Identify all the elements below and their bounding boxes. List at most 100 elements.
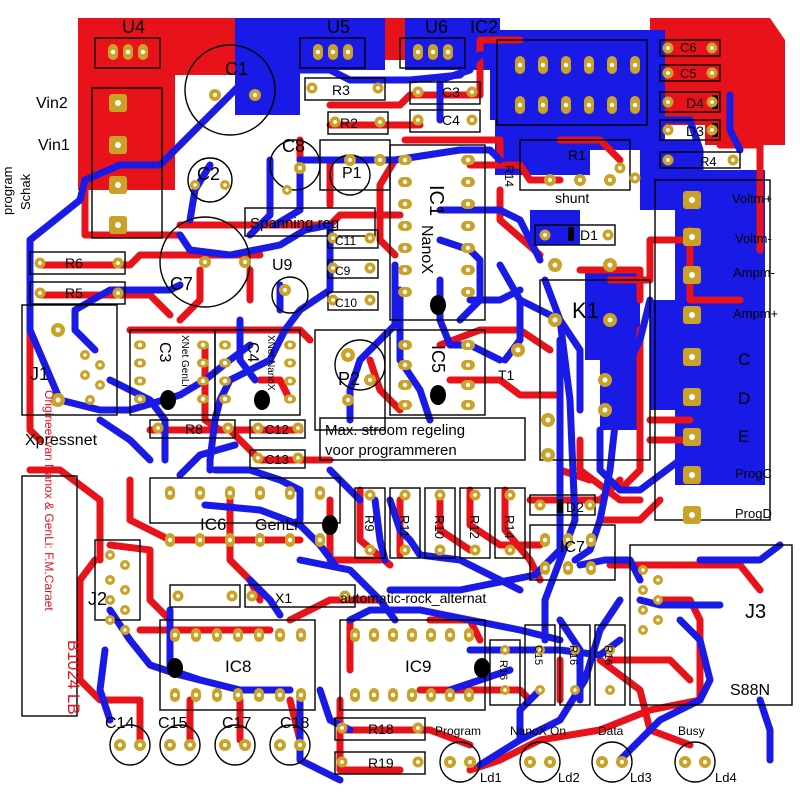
pad-hole [565,537,571,543]
pad-hole [230,594,234,598]
pad-hole [282,287,288,293]
pad-hole [197,490,203,496]
pad-hole [212,92,218,98]
label-d3: D3 [686,123,704,139]
pad-hole [542,565,548,571]
pad-hole [402,267,408,273]
label-ampm-plus: Ampm+ [733,306,778,321]
pad-hole [298,692,304,698]
pad-hole [83,353,87,357]
pad-hole [200,378,206,384]
pad-hole [632,62,638,68]
pad-hole [547,177,553,183]
label-spanning: Spanning reg [250,215,339,232]
label-r16: R16 [602,645,614,665]
label-c16: C15 [532,645,544,665]
label-c2: C2 [197,164,220,184]
pad-hole [416,90,420,94]
pad-hole [277,692,283,698]
pad-hole [503,688,507,692]
label-c12: C12 [265,422,289,437]
pad-hole [438,548,442,552]
label-voltm-minus: Voltm- [735,231,772,246]
pad-hole [588,503,592,507]
pad-hole [315,49,321,55]
label-r9: R9 [362,515,377,532]
label-c18: C18 [280,715,309,732]
silkscreen-outlines [21,37,793,783]
pad-hole [371,632,377,638]
pad-hole [333,120,337,124]
pad-hole [543,233,547,237]
label-genli: GenLi [255,517,298,534]
pad-hole [710,46,714,50]
pad-hole [108,618,112,622]
pad-hole [317,490,323,496]
label-ic8: IC8 [225,657,251,676]
pad-hole [618,166,622,170]
pad-hole [347,157,353,163]
pad-hole [430,49,436,55]
pad-hole [98,363,102,367]
label-nanox: NanoX [418,225,435,274]
label-s88n: S88N [730,682,770,699]
pad-hole [466,692,472,698]
label-r19: R19 [368,755,394,771]
pad-hole [242,259,248,265]
pad-hole [115,182,121,188]
label-xpressnet: Xpressnet [25,432,98,449]
label-max-stroom-2: voor programmeren [325,442,457,459]
label-term-e: E [738,427,749,446]
pad-hole [552,262,558,268]
label-author: Origineel van Nanox & GenLi: F.M.Caraet [42,390,56,611]
pad-hole [352,632,358,638]
pad-hole [552,317,558,323]
pad-hole [227,537,233,543]
pad-hole [602,407,608,413]
pad-hole [689,197,695,203]
pad-hole [545,452,551,458]
pad-hole [197,537,203,543]
pad-hole [345,49,351,55]
pad-hole [473,493,477,497]
pad-hole [125,49,131,55]
label-c8: C8 [282,136,305,156]
label-x1: X1 [275,590,292,606]
pad-hole [390,632,396,638]
pad-hole [609,62,615,68]
label-r17: R16 [567,645,579,665]
pad-hole [340,760,344,764]
pad-hole [297,165,303,171]
pad-hole [331,236,335,240]
label-vin2: Vin2 [36,95,68,112]
pad-hole [540,102,546,108]
pad-hole [588,537,594,543]
pad-hole [226,426,230,430]
pad-hole [508,548,512,552]
pad-hole [465,245,471,251]
pad-hole [689,312,695,318]
pad-hole [402,342,408,348]
pad-hole [378,120,382,124]
label-c6: C6 [680,40,697,55]
label-nanox-on: NanoX On [510,724,566,738]
label-busy: Busy [678,724,705,738]
pad-hole [409,632,415,638]
pad-hole [416,118,420,122]
pad-hole [298,632,304,638]
pad-hole [428,692,434,698]
pad-hole [656,578,660,582]
pad-hole [123,563,127,567]
label-ld3: Ld3 [630,770,652,785]
pad-hole [656,618,660,622]
pad-hole [465,289,471,295]
pad-hole [117,742,123,748]
pad-hole [371,692,377,698]
pad-hole [296,426,300,430]
pad-hole [573,648,577,652]
pad-hole [277,632,283,638]
pad-hole [538,648,542,652]
label-program: program [0,167,15,215]
pad-hole [193,183,197,187]
